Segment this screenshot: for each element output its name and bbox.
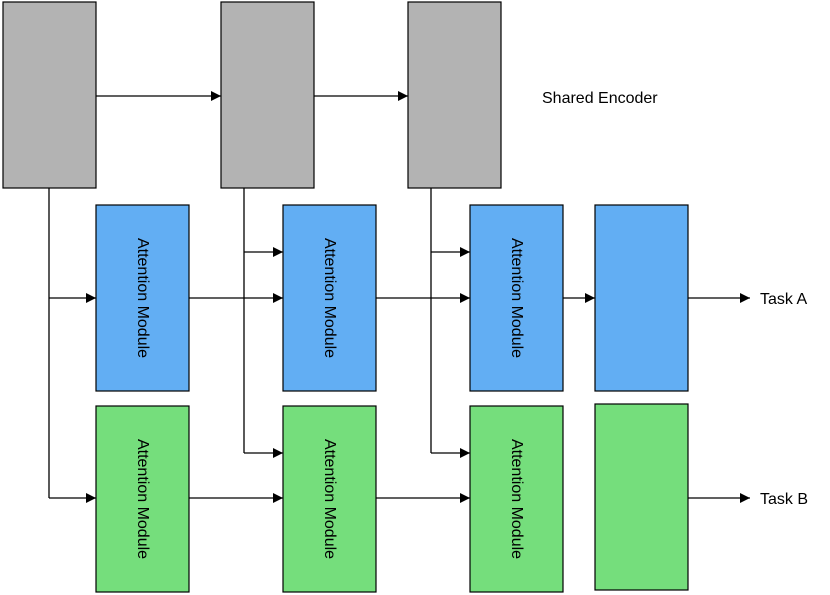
task-b-module-2 bbox=[282, 405, 377, 593]
encoder-block-1 bbox=[2, 1, 97, 189]
task-b-module-3 bbox=[469, 405, 564, 593]
encoder-block-3 bbox=[407, 1, 502, 189]
task-b-module-1-label: Attention Module bbox=[134, 439, 151, 559]
task-b-head bbox=[594, 403, 689, 591]
encoder-block-2 bbox=[220, 1, 315, 189]
task-a-label: Task A bbox=[760, 291, 807, 308]
task-a-module-3-label: Attention Module bbox=[508, 238, 525, 358]
shared-encoder-label: Shared Encoder bbox=[542, 90, 658, 107]
task-b-module-2-label: Attention Module bbox=[321, 439, 338, 559]
task-a-head bbox=[594, 204, 689, 392]
task-a-module-3 bbox=[469, 204, 564, 392]
task-a-module-2-label: Attention Module bbox=[321, 238, 338, 358]
task-a-module-1 bbox=[95, 204, 190, 392]
task-a-module-1-label: Attention Module bbox=[134, 238, 151, 358]
task-b-module-3-label: Attention Module bbox=[508, 439, 525, 559]
task-b-label: Task B bbox=[760, 491, 808, 508]
task-b-module-1 bbox=[95, 405, 190, 593]
